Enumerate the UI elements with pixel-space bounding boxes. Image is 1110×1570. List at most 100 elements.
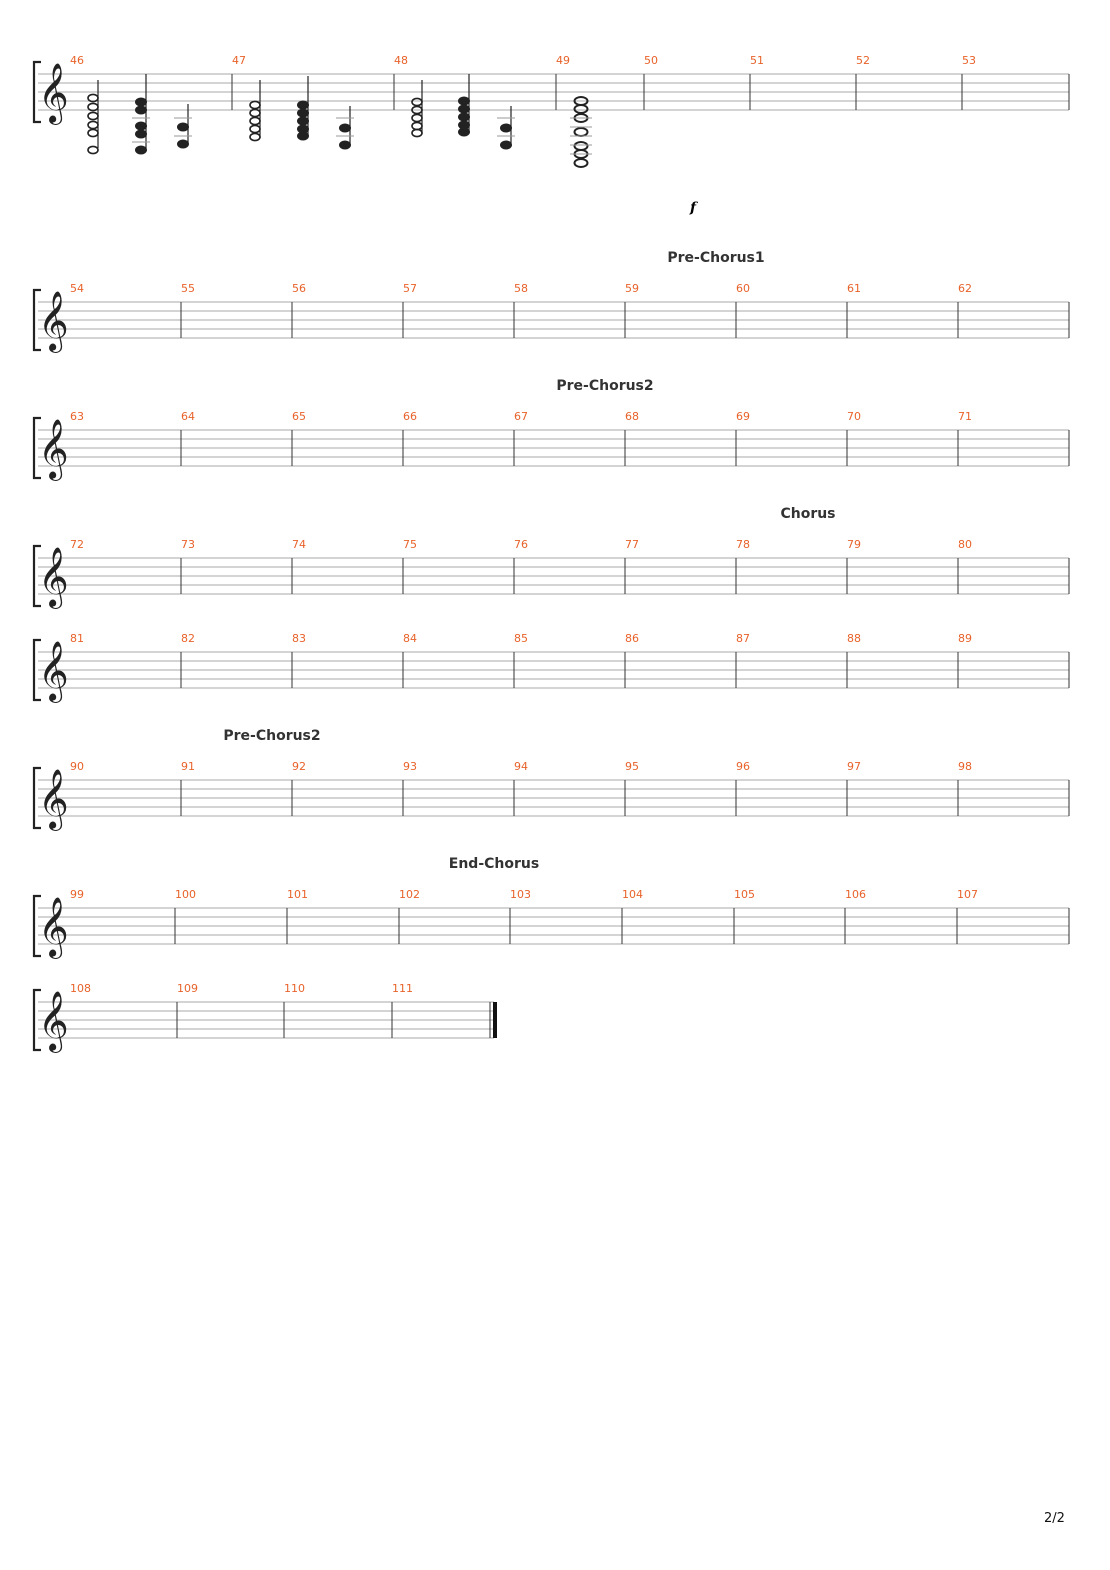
measure-number: 89 [958, 632, 972, 645]
measure-number: 74 [292, 538, 306, 551]
section-marker: End-Chorus [449, 856, 539, 872]
measure-number: 81 [70, 632, 84, 645]
chord-notes [87, 74, 592, 168]
measure-number: 96 [736, 760, 750, 773]
measure-number: 60 [736, 282, 750, 295]
measure-number: 52 [856, 54, 870, 67]
treble-clef-icon: 𝄞 [38, 291, 69, 353]
measure-number: 98 [958, 760, 972, 773]
quarter-dyad [336, 106, 354, 150]
measure-number: 61 [847, 282, 861, 295]
measure-number: 106 [845, 888, 866, 901]
measure-number: 47 [232, 54, 246, 67]
half-chord [411, 80, 423, 138]
measure-number: 97 [847, 760, 861, 773]
measure-number: 90 [70, 760, 84, 773]
measure-number: 78 [736, 538, 750, 551]
treble-clef-icon: 𝄞 [38, 547, 69, 609]
section-marker: Pre-Chorus1 [667, 250, 764, 266]
page-number: 2/2 [1044, 1511, 1065, 1526]
measure-number: 111 [392, 982, 413, 995]
measure-number: 87 [736, 632, 750, 645]
half-chord [249, 80, 261, 142]
measure-number: 55 [181, 282, 195, 295]
section-marker: Pre-Chorus2 [223, 728, 320, 744]
measure-number: 71 [958, 410, 972, 423]
measure-number: 101 [287, 888, 308, 901]
measure-number: 88 [847, 632, 861, 645]
measure-number: 93 [403, 760, 417, 773]
dynamic-forte: f [689, 200, 699, 216]
section-marker: Chorus [780, 506, 835, 522]
measure-number: 59 [625, 282, 639, 295]
measure-number: 110 [284, 982, 305, 995]
measure-number: 50 [644, 54, 658, 67]
system-bracket [32, 544, 41, 608]
measure-number: 80 [958, 538, 972, 551]
treble-clef-icon: 𝄞 [38, 641, 69, 703]
measure-number: 79 [847, 538, 861, 551]
half-chord [87, 80, 99, 155]
section-marker: Pre-Chorus2 [556, 378, 653, 394]
measure-number: 46 [70, 54, 84, 67]
quarter-chord [458, 74, 470, 137]
measure-number: 64 [181, 410, 195, 423]
measure-number: 58 [514, 282, 528, 295]
system-bracket [32, 288, 41, 352]
measure-number: 72 [70, 538, 84, 551]
treble-clef-icon: 𝄞 [38, 991, 69, 1053]
measure-number: 94 [514, 760, 528, 773]
measure-number: 69 [736, 410, 750, 423]
system-bracket [32, 638, 41, 702]
treble-clef-icon: 𝄞 [38, 769, 69, 831]
measure-number: 68 [625, 410, 639, 423]
final-barline-thick [493, 1002, 497, 1038]
measure-number: 54 [70, 282, 84, 295]
quarter-chord [132, 74, 150, 155]
system-bracket [32, 766, 41, 830]
measure-number: 85 [514, 632, 528, 645]
measure-number: 91 [181, 760, 195, 773]
system-bracket [32, 894, 41, 958]
measure-number: 108 [70, 982, 91, 995]
quarter-dyad [174, 104, 192, 149]
measure-number: 49 [556, 54, 570, 67]
system-bracket [32, 60, 41, 124]
measure-number: 77 [625, 538, 639, 551]
measure-number: 51 [750, 54, 764, 67]
measure-number: 100 [175, 888, 196, 901]
system-bracket [32, 988, 41, 1052]
measure-number: 56 [292, 282, 306, 295]
staff-system: 𝄞108 109 110 111 [32, 982, 497, 1053]
measure-number: 99 [70, 888, 84, 901]
measure-number: 86 [625, 632, 639, 645]
treble-clef-icon: 𝄞 [38, 419, 69, 481]
measure-number: 65 [292, 410, 306, 423]
measure-number: 75 [403, 538, 417, 551]
measure-number: 95 [625, 760, 639, 773]
measure-number: 70 [847, 410, 861, 423]
measure-number: 53 [962, 54, 976, 67]
measure-number: 92 [292, 760, 306, 773]
quarter-chord [297, 76, 309, 141]
measure-number: 109 [177, 982, 198, 995]
measure-number: 107 [957, 888, 978, 901]
staff-system: 𝄞90 91 92 93 94 95 96 97 98 Pre-Chorus2 [32, 728, 1070, 831]
measure-number: 73 [181, 538, 195, 551]
measure-number: 104 [622, 888, 643, 901]
measure-number: 67 [514, 410, 528, 423]
measure-number: 83 [292, 632, 306, 645]
measure-number: 48 [394, 54, 408, 67]
measure-number: 62 [958, 282, 972, 295]
measure-number: 103 [510, 888, 531, 901]
whole-chord [570, 96, 592, 168]
measure-number: 105 [734, 888, 755, 901]
